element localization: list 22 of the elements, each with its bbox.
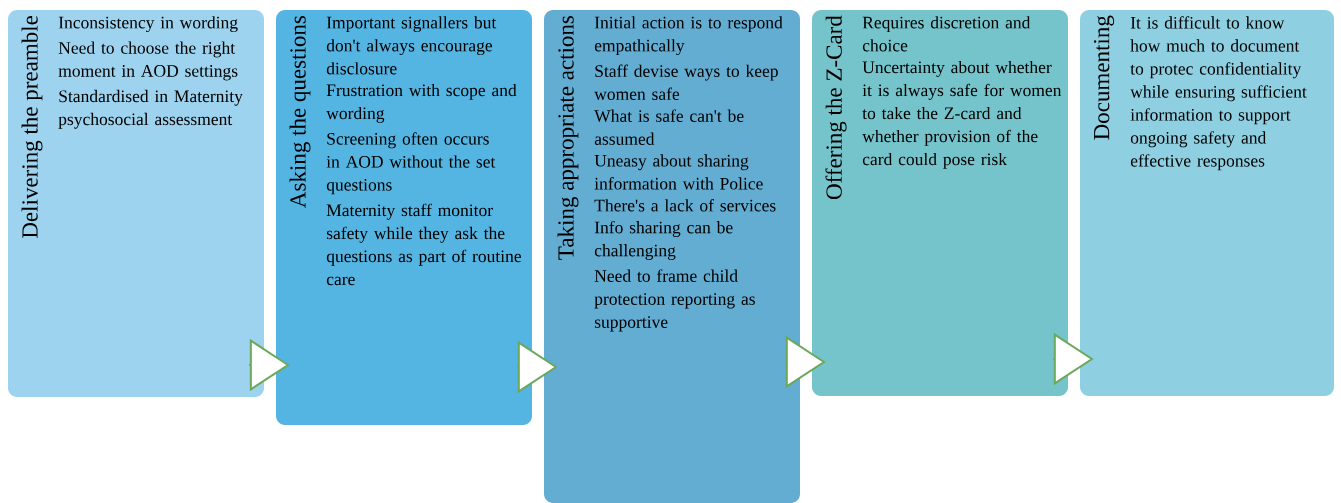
stage-heading: Taking appropriate actions bbox=[557, 16, 579, 260]
stage-heading: Delivering the preamble bbox=[21, 15, 43, 239]
stage-point: Need to choose the right moment in AOD settings bbox=[58, 41, 238, 81]
stage-point: Inconsistency in wording bbox=[58, 16, 238, 33]
stage-point: Staff devise ways to keep women safe bbox=[594, 64, 778, 100]
stage-point: Initial action is to respond empathically bbox=[594, 16, 783, 56]
stage-point: What is safe can't be assumed bbox=[594, 109, 744, 145]
stage-point: Uncertainty about whether it is always safe for women to take the Z-card and whether provision of the card could pose risk bbox=[862, 60, 1062, 169]
stage-point: Frustration with scope and wording bbox=[326, 83, 517, 123]
stage-heading: Offering the Z-Card bbox=[825, 15, 847, 200]
stage-point: Maternity staff monitor safety while they ask the questions as part of routine care bbox=[326, 203, 521, 286]
stage-point: Info sharing can be challenging bbox=[594, 220, 733, 260]
stage-point: Uneasy about sharing information with Police bbox=[594, 154, 763, 190]
stage-point: Standardised in Maternity psychosocial assessment bbox=[58, 89, 243, 129]
stage-point: It is difficult to know how much to document to protec confidentiality while ensuring sufficient information to support ongoing safety and effective responses bbox=[1130, 16, 1307, 171]
stage-heading: Asking the questions bbox=[289, 16, 311, 208]
stage-point: There's a lack of services bbox=[594, 199, 776, 212]
stage-heading: Documenting bbox=[1093, 15, 1115, 140]
stage-point: Important signallers but don't always encourage disclosure bbox=[326, 16, 497, 75]
stage-point: Need to frame child protection reporting as supportive bbox=[594, 269, 755, 332]
stage-point: Requires discretion and choice bbox=[862, 16, 1031, 52]
stage-point: Screening often occurs in AOD without the set questions bbox=[326, 132, 496, 195]
